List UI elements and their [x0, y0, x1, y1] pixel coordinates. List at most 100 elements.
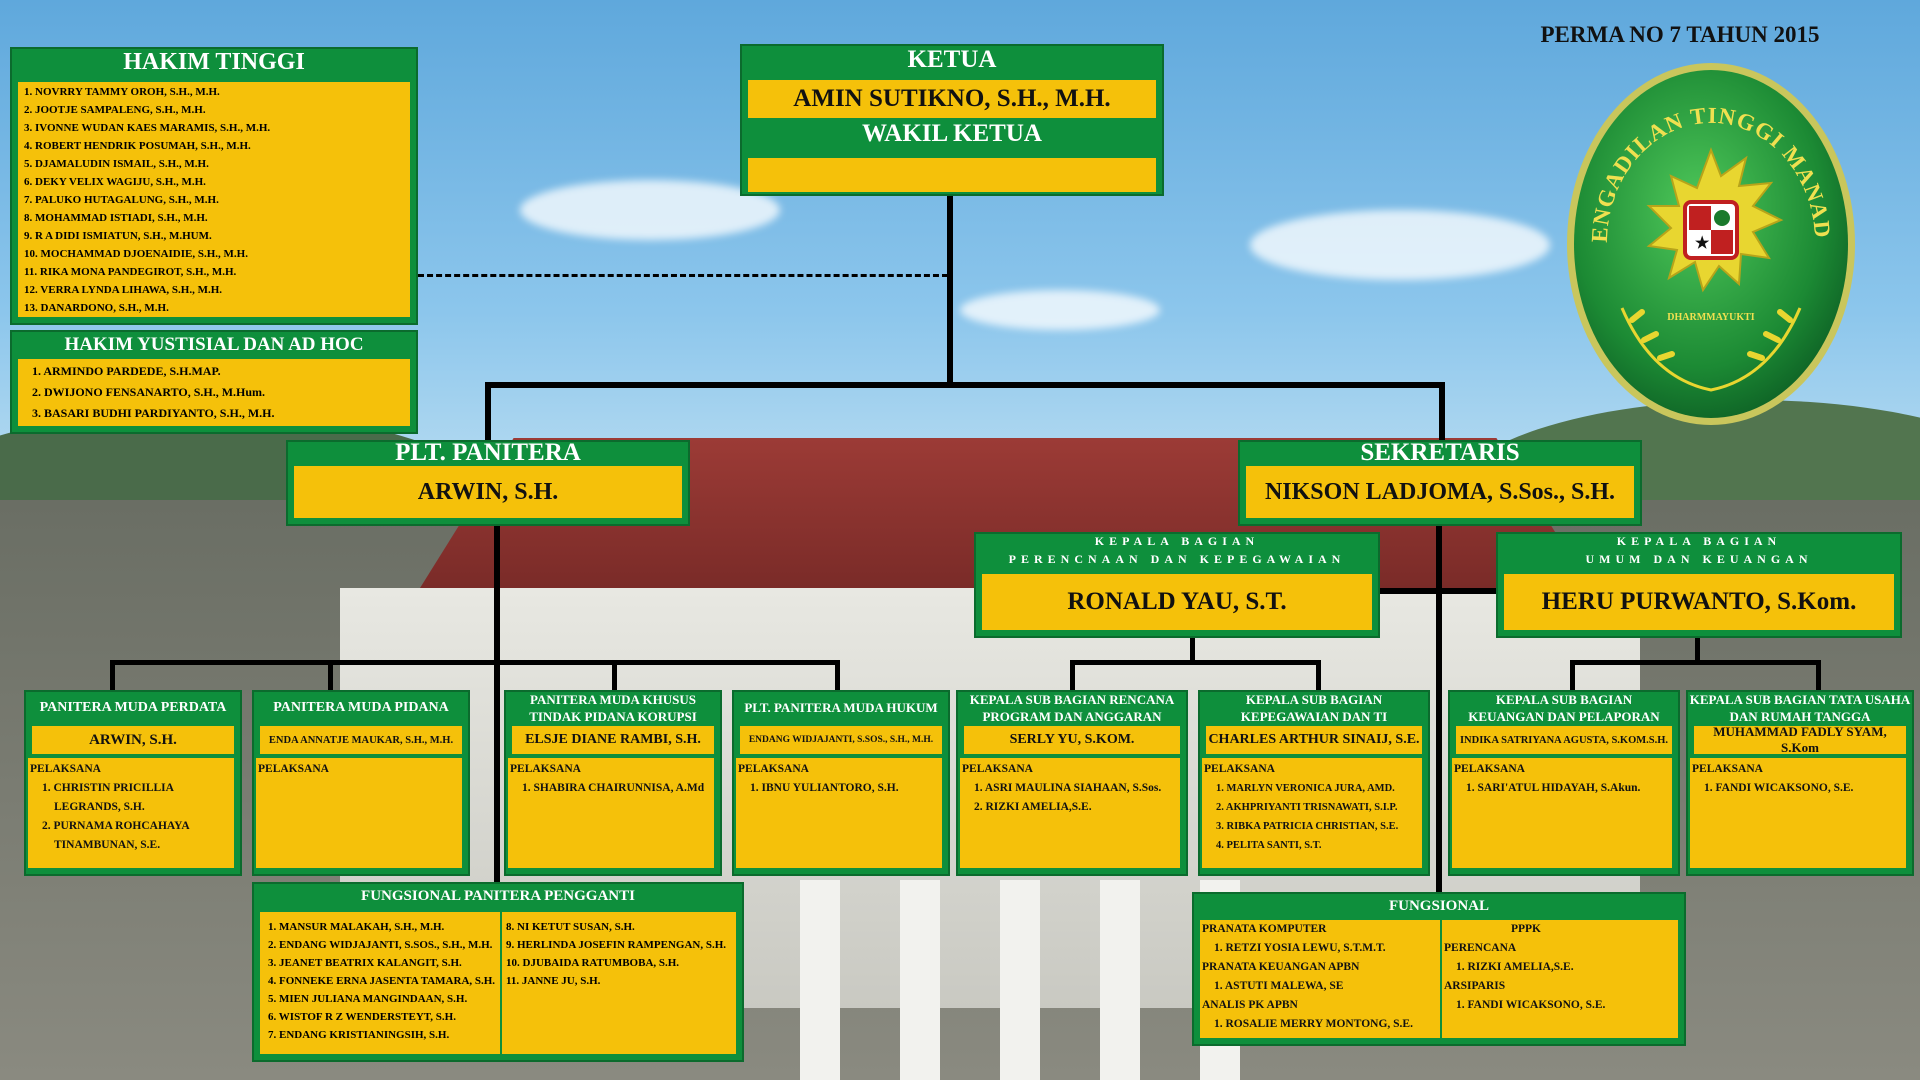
- staff-item: 2. RIZKI AMELIA,S.E.: [974, 801, 1092, 813]
- list-item: 2. ENDANG WIDJAJANTI, S.SOS., S.H., M.H.: [268, 939, 493, 951]
- list-item: 5. MIEN JULIANA MANGINDAAN, S.H.: [268, 993, 468, 1005]
- sekretaris-title: SEKRETARIS: [1360, 439, 1520, 466]
- connector: [1570, 660, 1575, 690]
- dashed-connector: [418, 274, 948, 277]
- kabag-perencanaan-title1: KEPALA BAGIAN: [1094, 534, 1260, 548]
- list-item: 3. BASARI BUDHI PARDIYANTO, S.H., M.H.: [32, 406, 275, 420]
- court-emblem: PENGADILAN TINGGI MANADO ★ DHARMMAYUKTI: [1553, 38, 1860, 430]
- fungsional-item: PRANATA KEUANGAN APBN: [1202, 961, 1360, 973]
- list-item: 5. DJAMALUDIN ISMAIL, S.H., M.H.: [24, 158, 209, 170]
- staff-item: 1. SARI'ATUL HIDAYAH, S.Akun.: [1466, 782, 1641, 794]
- fungsional-pp-box: FUNGSIONAL PANITERA PENGGANTI 1. MANSUR …: [252, 882, 744, 1062]
- staff-item: 1. ASRI MAULINA SIAHAAN, S.Sos.: [974, 782, 1162, 794]
- unit-perdata-title: PANITERA MUDA PERDATA: [39, 700, 227, 715]
- panitera-box: PLT. PANITERA ARWIN, S.H.: [286, 439, 690, 526]
- unit-tipikor-title2: TINDAK PIDANA KORUPSI: [529, 709, 697, 724]
- unit-program: KEPALA SUB BAGIAN RENCANA PROGRAM DAN AN…: [956, 690, 1188, 876]
- list-item: 9. R A DIDI ISMIATUN, S.H., M.HUM.: [24, 230, 212, 242]
- staff-item: 1. IBNU YULIANTORO, S.H.: [750, 782, 899, 794]
- connector: [485, 382, 491, 442]
- pppk-title: PPPK: [1510, 923, 1542, 935]
- svg-text:★: ★: [1695, 235, 1710, 252]
- unit-keuangan: KEPALA SUB BAGIAN KEUANGAN DAN PELAPORAN…: [1448, 690, 1680, 876]
- connector: [494, 520, 500, 882]
- fungsional-item: 1. ROSALIE MERRY MONTONG, S.E.: [1214, 1018, 1413, 1030]
- hakim-tinggi-box: HAKIM TINGGI 1. NOVRRY TAMMY OROH, S.H.,…: [10, 47, 418, 325]
- unit-keuangan-title2: KEUANGAN DAN PELAPORAN: [1468, 709, 1660, 724]
- unit-perdata-name: ARWIN, S.H.: [32, 726, 234, 754]
- fungsional-item: 1. FANDI WICAKSONO, S.E.: [1456, 999, 1606, 1011]
- connector: [110, 660, 115, 690]
- fungsional-item: ARSIPARIS: [1444, 980, 1506, 992]
- list-item: 10. DJUBAIDA RATUMBOBA, S.H.: [506, 957, 680, 969]
- unit-tipikor: PANITERA MUDA KHUSUS TINDAK PIDANA KORUP…: [504, 690, 722, 876]
- hakim-yustisial-title: HAKIM YUSTISIAL DAN AD HOC: [64, 334, 364, 355]
- unit-tipikor-title1: PANITERA MUDA KHUSUS: [530, 692, 696, 707]
- unit-hukum: PLT. PANITERA MUDA HUKUM ENDANG WIDJAJAN…: [732, 690, 950, 876]
- unit-pidana: PANITERA MUDA PIDANA ENDA ANNATJE MAUKAR…: [252, 690, 470, 876]
- fungsional-item: 1. RIZKI AMELIA,S.E.: [1456, 961, 1574, 973]
- panitera-name: ARWIN, S.H.: [294, 466, 682, 518]
- unit-kepegawaian-name: CHARLES ARTHUR SINAIJ, S.E.: [1206, 726, 1422, 754]
- list-item: 11. RIKA MONA PANDEGIROT, S.H., M.H.: [24, 266, 237, 278]
- staff-item: 1. SHABIRA CHAIRUNNISA, A.Md: [522, 782, 705, 794]
- staff-item: 1. CHRISTIN PRICILLIA: [42, 782, 174, 794]
- ketua-box: KETUA AMIN SUTIKNO, S.H., M.H. WAKIL KET…: [740, 44, 1164, 196]
- panitera-title: PLT. PANITERA: [395, 439, 581, 466]
- connector: [328, 660, 333, 690]
- unit-program-name: SERLY YU, S.KOM.: [964, 726, 1180, 754]
- fungsional-pp-list: 1. MANSUR MALAKAH, S.H., M.H. 2. ENDANG W…: [268, 918, 500, 1044]
- kabag-umum-title1: KEPALA BAGIAN: [1616, 534, 1782, 548]
- fungsional-title: FUNGSIONAL: [1388, 898, 1489, 914]
- list-item: 3. IVONNE WUDAN KAES MARAMIS, S.H., M.H.: [24, 122, 271, 134]
- kabag-umum-title2: UMUM DAN KEUANGAN: [1585, 552, 1813, 566]
- list-item: 12. VERRA LYNDA LIHAWA, S.H., M.H.: [24, 284, 223, 296]
- connector: [1316, 660, 1321, 690]
- connector: [612, 660, 617, 690]
- pelaksana-label: PELAKSANA: [30, 763, 101, 775]
- staff-item: LEGRANDS, S.H.: [54, 801, 145, 813]
- unit-hukum-name: ENDANG WIDJAJANTI, S.SOS., S.H., M.H.: [740, 726, 942, 754]
- connector: [1570, 660, 1820, 665]
- kabag-perencanaan-title2: PERENCNAAN DAN KEPEGAWAIAN: [1008, 552, 1346, 566]
- connector: [947, 195, 953, 385]
- unit-keuangan-title1: KEPALA SUB BAGIAN: [1495, 692, 1633, 707]
- connector: [1070, 660, 1320, 665]
- hakim-tinggi-list: 1. NOVRRY TAMMY OROH, S.H., M.H.2. JOOTJ…: [24, 83, 410, 317]
- wakil-ketua-title: WAKIL KETUA: [862, 120, 1042, 147]
- fungsional-item: PERENCANA: [1444, 942, 1517, 954]
- pelaksana-label: PELAKSANA: [1454, 763, 1525, 775]
- hakim-yustisial-box: HAKIM YUSTISIAL DAN AD HOC 1. ARMINDO PA…: [10, 330, 418, 434]
- pelaksana-label: PELAKSANA: [738, 763, 809, 775]
- connector: [1436, 520, 1442, 900]
- staff-item: TINAMBUNAN, S.E.: [54, 839, 161, 851]
- unit-program-title1: KEPALA SUB BAGIAN RENCANA: [969, 692, 1175, 707]
- unit-pidana-title: PANITERA MUDA PIDANA: [273, 700, 449, 715]
- list-item: 10. MOCHAMMAD DJOENAIDIE, S.H., M.H.: [24, 248, 248, 260]
- staff-item: 1. MARLYN VERONICA JURA, AMD.: [1216, 783, 1395, 794]
- pelaksana-label: PELAKSANA: [1692, 763, 1763, 775]
- pelaksana-label: PELAKSANA: [1204, 763, 1275, 775]
- staff-item: 2. PURNAMA ROHCAHAYA: [42, 820, 190, 832]
- ketua-title: KETUA: [907, 46, 997, 73]
- sekretaris-box: SEKRETARIS NIKSON LADJOMA, S.Sos., S.H.: [1238, 439, 1642, 526]
- fungsional-pp-list: 8. NI KETUT SUSAN, S.H.9. HERLINDA JOSEF…: [506, 918, 736, 990]
- pelaksana-label: PELAKSANA: [962, 763, 1033, 775]
- fungsional-item: 1. ASTUTI MALEWA, SE: [1214, 980, 1344, 992]
- unit-program-title2: PROGRAM DAN ANGGARAN: [982, 709, 1162, 724]
- unit-hukum-title: PLT. PANITERA MUDA HUKUM: [744, 700, 938, 715]
- connector: [1695, 638, 1700, 662]
- fungsional-item: 1. RETZI YOSIA LEWU, S.T.M.T.: [1214, 942, 1386, 954]
- pelaksana-label: PELAKSANA: [510, 763, 581, 775]
- hakim-yustisial-list: 1. ARMINDO PARDEDE, S.H.MAP.2. DWIJONO F…: [32, 361, 410, 424]
- list-item: 7. ENDANG KRISTIANINGSIH, S.H.: [268, 1029, 450, 1041]
- hakim-tinggi-title: HAKIM TINGGI: [123, 49, 305, 75]
- list-item: 11. JANNE JU, S.H.: [506, 975, 601, 987]
- list-item: 1. MANSUR MALAKAH, S.H., M.H.: [268, 921, 445, 933]
- list-item: 13. DANARDONO, S.H., M.H.: [24, 302, 169, 314]
- kabag-perencanaan-name: RONALD YAU, S.T.: [982, 574, 1372, 630]
- unit-keuangan-name: INDIKA SATRIYANA AGUSTA, S.KOM.S.H.: [1456, 726, 1672, 754]
- pelaksana-label: PELAKSANA: [258, 763, 329, 775]
- list-item: 9. HERLINDA JOSEFIN RAMPENGAN, S.H.: [506, 939, 727, 951]
- connector: [1439, 382, 1445, 442]
